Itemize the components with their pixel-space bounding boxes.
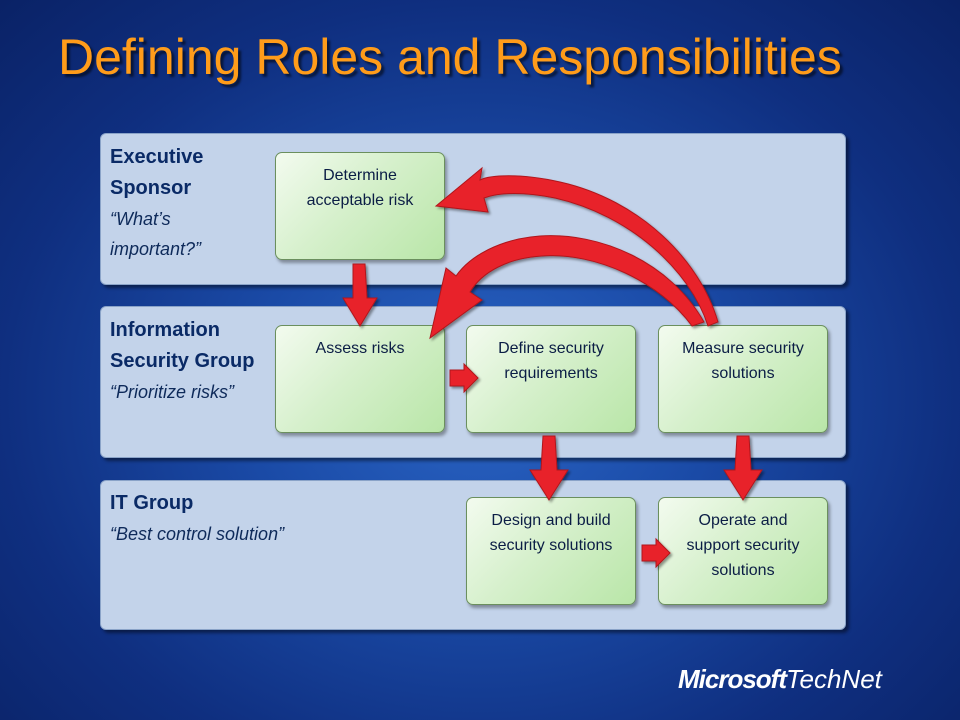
arrow-assess-to-define [449, 362, 479, 394]
arrow-design-to-operate [641, 537, 671, 569]
box-operate-and-support-security-solutions-label: Operate and support security solutions [686, 512, 800, 579]
executive-sponsor-label: Executive Sponsor “What’s important?” [110, 142, 240, 264]
box-measure-security-solutions: Measure security solutions [658, 325, 828, 433]
arrow-measure-to-assess [429, 235, 705, 340]
box-assess-risks: Assess risks [275, 325, 445, 433]
box-assess-risks-label: Assess risks [315, 340, 405, 357]
box-determine-acceptable-risk-label: Determine acceptable risk [306, 167, 414, 209]
microsoft-technet-logo: MicrosoftTechNet [678, 664, 882, 695]
information-security-group-quote: “Prioritize risks” [110, 382, 234, 402]
it-group-quote: “Best control solution” [110, 524, 285, 544]
box-design-and-build-security-solutions-label: Design and build security solutions [489, 512, 613, 554]
slide-title: Defining Roles and Responsibilities [58, 29, 842, 85]
box-determine-acceptable-risk: Determine acceptable risk [275, 152, 445, 260]
it-group-label: IT Group “Best control solution” [110, 488, 370, 549]
arrow-determine-to-assess [342, 263, 378, 327]
box-define-security-requirements: Define security requirements [466, 325, 636, 433]
executive-sponsor-quote: “What’s important?” [110, 209, 202, 259]
information-security-group-name: Information Security Group [110, 319, 255, 372]
box-design-and-build-security-solutions: Design and build security solutions [466, 497, 636, 605]
executive-sponsor-name: Executive Sponsor [110, 146, 204, 199]
it-group-name: IT Group [110, 492, 194, 514]
arrow-measure-to-operate [723, 435, 763, 501]
box-define-security-requirements-label: Define security requirements [498, 340, 604, 382]
arrow-define-to-design [529, 435, 569, 501]
box-operate-and-support-security-solutions: Operate and support security solutions [658, 497, 828, 605]
information-security-group-label: Information Security Group “Prioritize r… [110, 315, 275, 407]
box-measure-security-solutions-label: Measure security solutions [682, 340, 804, 382]
logo-product: TechNet [786, 664, 882, 694]
arrow-measure-to-determine [434, 166, 719, 327]
logo-brand: Microsoft [678, 664, 787, 694]
